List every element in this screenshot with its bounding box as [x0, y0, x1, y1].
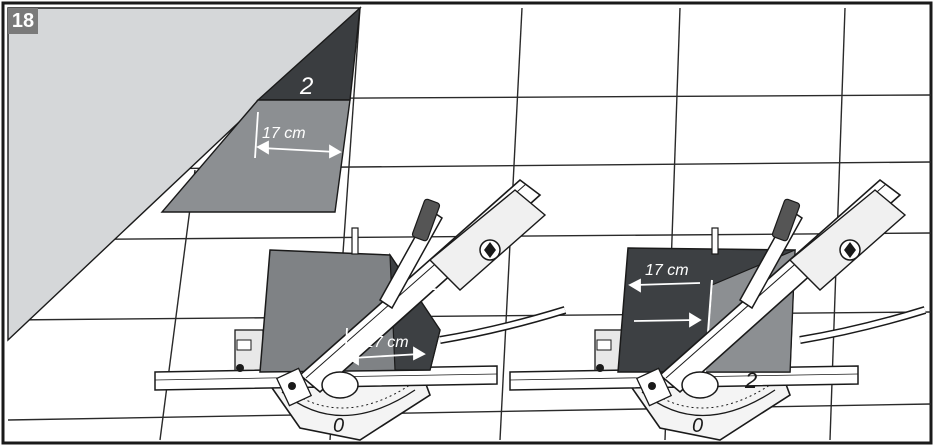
left-tile-cutter	[154, 178, 567, 441]
measurement-right-cutter-label: 17 cm	[645, 262, 689, 279]
measurement-left-cutter-label: 17 cm	[365, 334, 409, 351]
step-number-badge: 18	[8, 8, 38, 34]
right-tile-cutter	[509, 178, 927, 441]
left-cutter-row-mark: 1	[426, 270, 438, 295]
right-cutter-row-mark: 2	[744, 368, 757, 393]
measurement-top-arrow	[254, 111, 342, 159]
measurement-top-label: 17 cm	[262, 125, 306, 142]
right-cutter-scale-zero: 0	[692, 415, 703, 437]
measurement-left-arrow	[344, 327, 426, 366]
left-cutter-scale-zero: 0	[333, 415, 344, 437]
tile-row-number: 2	[299, 73, 313, 100]
measurement-right-arrows	[628, 278, 702, 328]
